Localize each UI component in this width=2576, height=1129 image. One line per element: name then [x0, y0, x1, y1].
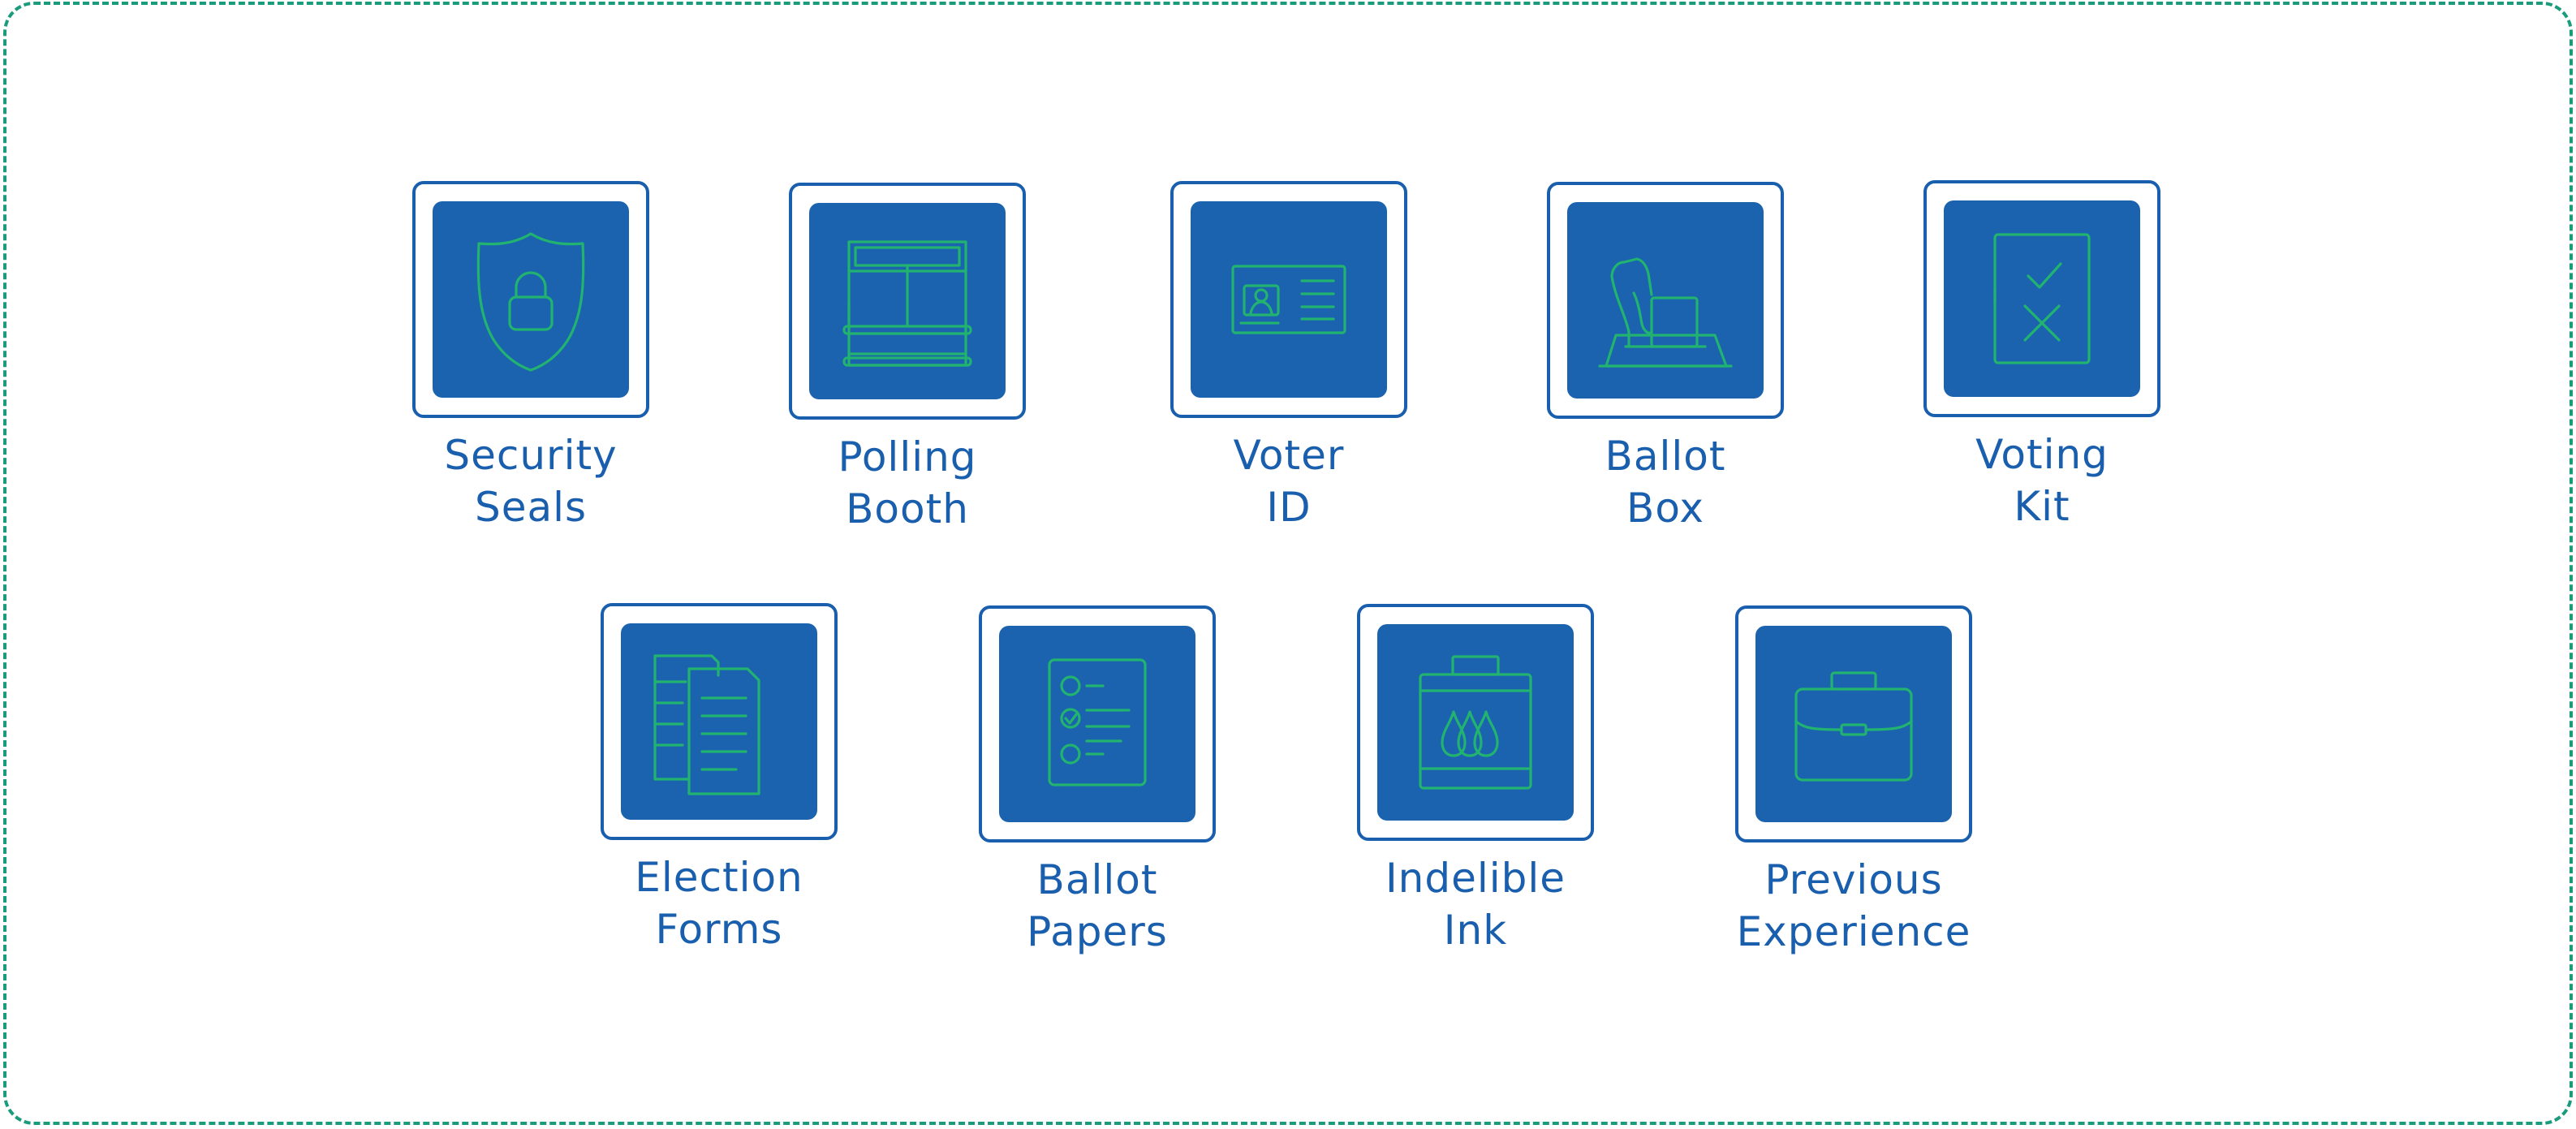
voting-kit-icon [1993, 233, 2091, 364]
tile-icon-box [1755, 626, 1952, 822]
tile-frame [601, 603, 838, 840]
tile-label: Election Forms [573, 851, 865, 955]
tile-frame [1357, 604, 1594, 841]
documents-icon [653, 654, 760, 795]
id-card-icon [1231, 265, 1346, 334]
tile-frame [412, 181, 649, 418]
tile-ballot-box[interactable]: Ballot Box [1547, 182, 1784, 534]
tile-label-line2: Seals [474, 484, 588, 531]
tile-label-line2: Box [1626, 485, 1704, 532]
tile-label: Ballot Box [1519, 430, 1811, 534]
tile-label: Security Seals [385, 429, 677, 533]
tile-label-line1: Security [444, 432, 618, 479]
checklist-icon [1048, 658, 1147, 786]
tile-voting-kit[interactable]: Voting Kit [1923, 180, 2160, 532]
tile-icon-box [433, 201, 629, 398]
tile-frame [1735, 605, 1972, 842]
tile-label-line1: Indelible [1385, 855, 1566, 902]
tile-ballot-papers[interactable]: Ballot Papers [979, 605, 1216, 958]
tile-icon-box [1191, 201, 1387, 398]
tile-label-line2: ID [1266, 484, 1312, 531]
tile-frame [789, 183, 1026, 420]
tile-label-line2: Kit [2014, 483, 2070, 530]
tile-label: Voting Kit [1896, 429, 2188, 532]
tile-label: Ballot Papers [951, 854, 1243, 958]
tile-frame [1547, 182, 1784, 419]
tile-label-line1: Voter [1233, 432, 1345, 479]
tile-frame [979, 605, 1216, 842]
briefcase-icon [1794, 671, 1913, 782]
tile-icon-box [621, 623, 817, 820]
tile-label-line1: Voting [1975, 431, 2109, 478]
shield-lock-icon [476, 232, 585, 372]
tile-label-line1: Ballot [1605, 433, 1726, 480]
tile-icon-box [1377, 624, 1574, 821]
tile-label-line1: Election [635, 854, 803, 901]
tile-previous-experience[interactable]: Previous Experience [1735, 605, 1972, 958]
tile-label-line2: Papers [1027, 908, 1168, 955]
tile-icon-box [999, 626, 1195, 822]
polling-booth-icon [842, 240, 972, 367]
tile-label: Previous Experience [1708, 854, 2000, 958]
tile-label-line1: Previous [1764, 856, 1943, 903]
tile-label: Voter ID [1143, 429, 1435, 533]
ink-bottle-icon [1419, 655, 1532, 790]
tile-icon-box [1944, 200, 2140, 397]
tile-label: Polling Booth [761, 431, 1053, 535]
tile-voter-id[interactable]: Voter ID [1170, 181, 1407, 533]
tile-icon-box [1567, 202, 1764, 399]
ballot-box-icon [1598, 257, 1733, 368]
tile-election-forms[interactable]: Election Forms [601, 603, 838, 955]
tile-label-line1: Ballot [1036, 856, 1158, 903]
tile-indelible-ink[interactable]: Indelible Ink [1357, 604, 1594, 956]
tile-label-line2: Experience [1736, 908, 1971, 955]
tile-label-line2: Ink [1443, 907, 1508, 954]
tile-label-line2: Booth [846, 485, 969, 532]
tile-label-line2: Forms [655, 906, 783, 953]
tile-icon-box [809, 203, 1006, 399]
panel-dashed-border [3, 2, 2573, 1125]
tile-label-line1: Polling [838, 433, 977, 480]
tile-security-seals[interactable]: Security Seals [412, 181, 649, 533]
tile-label: Indelible Ink [1329, 852, 1622, 956]
tile-frame [1923, 180, 2160, 417]
tile-polling-booth[interactable]: Polling Booth [789, 183, 1026, 535]
tile-frame [1170, 181, 1407, 418]
